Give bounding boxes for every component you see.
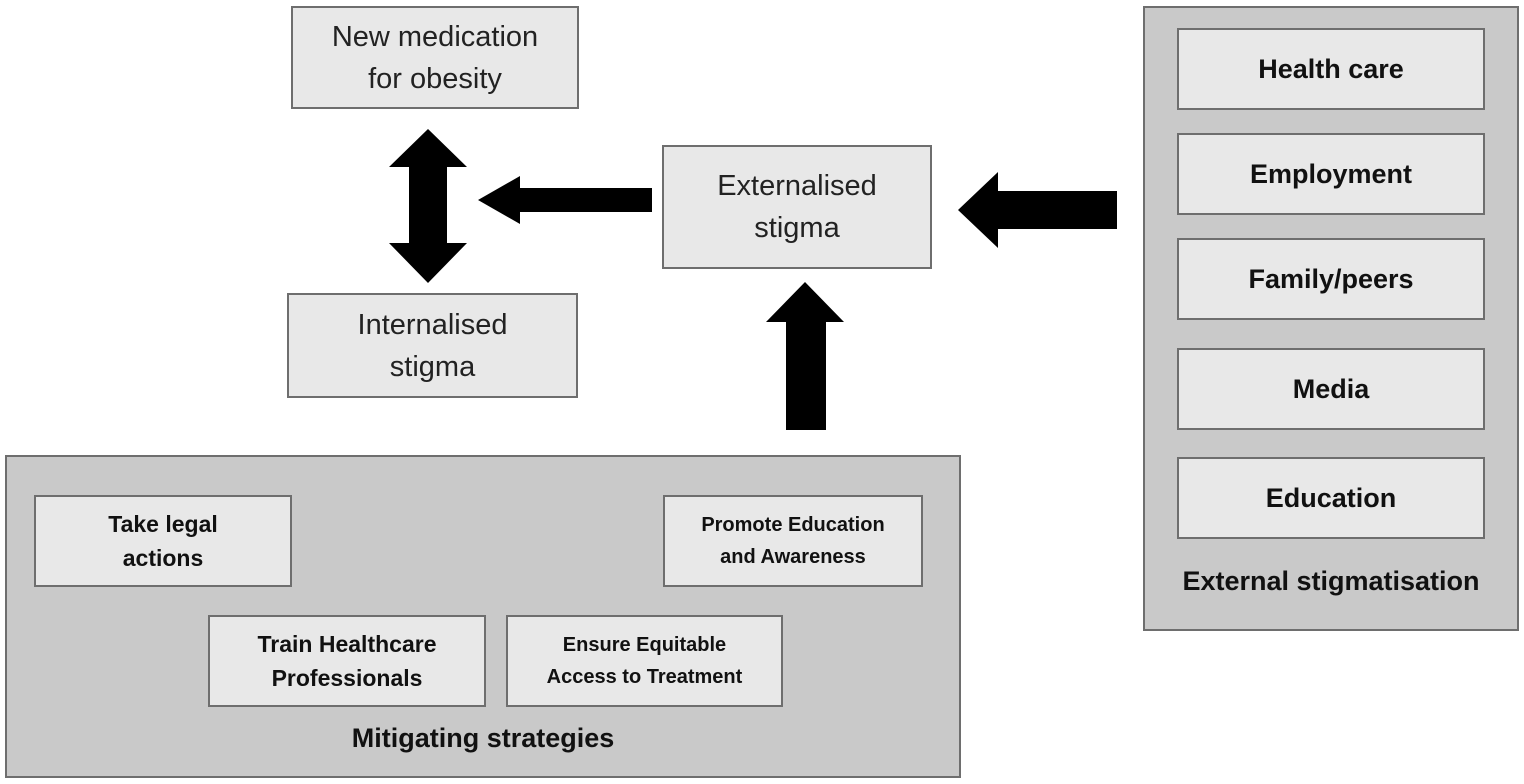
group-mitigating-strategies: Take legal actions Promote Education and…: [5, 455, 961, 778]
external-item-health-care: Health care: [1177, 28, 1485, 110]
arrow-externalised-to-center: [478, 176, 652, 224]
mitigating-item-legal-actions: Take legal actions: [34, 495, 292, 587]
external-item-label: Education: [1265, 482, 1397, 513]
external-item-label: Health care: [1258, 53, 1404, 84]
mitigating-item-label: Promote Education and Awareness: [701, 514, 885, 568]
group-external-stigmatisation: Health care Employment Family/peers Medi…: [1143, 6, 1519, 631]
mitigating-item-label: Take legal actions: [108, 511, 218, 571]
node-new-medication: New medication for obesity: [291, 6, 579, 109]
arrow-external-stigmatisation-to-externalised: [958, 172, 1117, 248]
mitigating-item-label: Train Healthcare Professionals: [257, 631, 437, 691]
external-item-employment: Employment: [1177, 133, 1485, 215]
arrow-mitigating-to-externalised: [766, 282, 844, 430]
external-item-label: Family/peers: [1248, 263, 1414, 294]
mitigating-item-label: Ensure Equitable Access to Treatment: [546, 634, 743, 688]
mitigating-item-train-healthcare: Train Healthcare Professionals: [208, 615, 486, 707]
node-internalised-stigma: Internalised stigma: [287, 293, 578, 398]
node-new-medication-label: New medication for obesity: [331, 20, 539, 95]
node-internalised-stigma-label: Internalised stigma: [357, 308, 508, 383]
mitigating-item-equitable-access: Ensure Equitable Access to Treatment: [506, 615, 783, 707]
external-item-education: Education: [1177, 457, 1485, 539]
mitigating-item-promote-education: Promote Education and Awareness: [663, 495, 923, 587]
external-item-label: Employment: [1249, 158, 1413, 189]
external-stigmatisation-caption: External stigmatisation: [1182, 566, 1480, 596]
mitigating-strategies-caption: Mitigating strategies: [351, 723, 615, 753]
node-externalised-stigma-label: Externalised stigma: [717, 170, 877, 244]
external-item-media: Media: [1177, 348, 1485, 430]
external-item-label: Media: [1292, 373, 1370, 404]
external-item-family-peers: Family/peers: [1177, 238, 1485, 320]
node-externalised-stigma: Externalised stigma: [662, 145, 932, 269]
double-arrow-medication-internalised: [389, 129, 467, 283]
